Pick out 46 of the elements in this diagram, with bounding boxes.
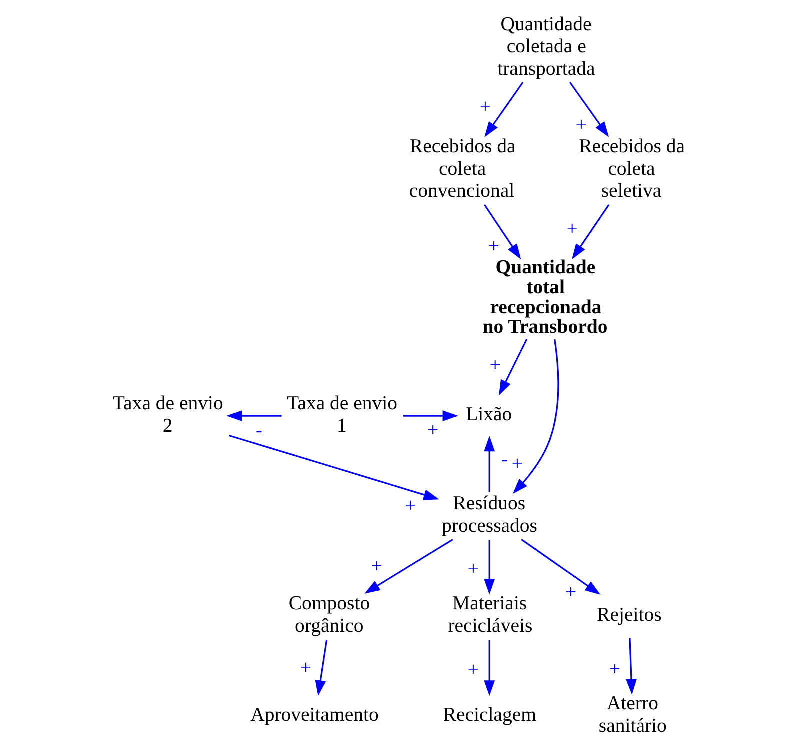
arrow <box>226 410 282 422</box>
arrow <box>403 410 458 422</box>
edge-label: + <box>468 558 479 580</box>
edge-label: - <box>501 448 508 470</box>
node-text: Recebidos da coleta convencional <box>409 136 516 202</box>
edge-label: + <box>565 581 577 604</box>
node-text: Composto orgânico <box>288 592 370 637</box>
arrow <box>570 82 610 138</box>
arrow <box>315 640 328 696</box>
arrow <box>484 640 496 696</box>
node-text: Rejeitos <box>597 604 662 626</box>
arrow <box>364 539 454 594</box>
arrow <box>512 339 560 494</box>
node-text: Taxa de envio 1 <box>287 392 398 437</box>
edge-label: + <box>490 354 501 376</box>
node-text: Aproveitamento <box>250 704 379 726</box>
edge-label: + <box>428 419 439 442</box>
edge-label: + <box>566 218 578 240</box>
node-text: Aterro sanitário <box>598 692 667 737</box>
arrow <box>521 539 601 595</box>
edge-label: + <box>468 659 479 682</box>
node-text: Reciclagem <box>443 704 536 726</box>
edge-label: + <box>609 658 621 680</box>
arrow <box>499 339 528 396</box>
arrow <box>484 540 496 595</box>
edge-label: - <box>256 419 262 442</box>
arrow <box>626 638 637 695</box>
arrow <box>572 204 610 260</box>
node-text: Quantidade coletada e transportada <box>498 13 596 80</box>
edge-label: + <box>300 657 312 680</box>
edge-label: + <box>488 235 500 258</box>
node-text: Quantidade total recepcionada no Transbordo <box>482 256 608 338</box>
edge-label: + <box>405 494 416 517</box>
node-text: Materiais recicláveis <box>448 592 533 637</box>
edge-label: + <box>480 96 491 118</box>
node-text: Taxa de envio 2 <box>112 392 224 437</box>
arrow <box>229 434 440 500</box>
edge-label: + <box>371 555 382 578</box>
arrow <box>484 436 496 492</box>
node-text: Recebidos da coleta seletiva <box>579 136 685 202</box>
edge-label: + <box>576 114 588 136</box>
node-text: Resíduos processados <box>442 492 538 537</box>
arrow <box>484 82 524 138</box>
arrow <box>484 204 522 260</box>
edge-label: + <box>512 453 524 476</box>
node-text: Lixão <box>466 404 512 426</box>
